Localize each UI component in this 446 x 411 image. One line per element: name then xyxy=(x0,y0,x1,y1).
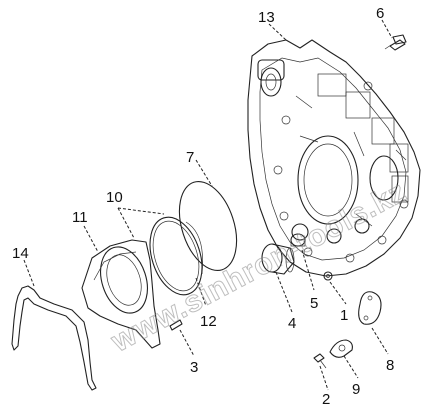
callout-14: 14 xyxy=(12,245,29,262)
bolt-part-6 xyxy=(384,34,407,51)
callout-12: 12 xyxy=(200,313,217,330)
screw-part-2 xyxy=(313,353,327,369)
callout-7: 7 xyxy=(186,149,194,166)
callout-labels: 13 6 7 10 11 14 12 3 4 5 1 8 9 2 xyxy=(12,5,394,408)
callout-13: 13 xyxy=(258,9,275,26)
callout-9: 9 xyxy=(352,381,360,398)
bracket-part-9 xyxy=(329,339,353,358)
flywheel-housing xyxy=(247,39,421,277)
callout-1: 1 xyxy=(340,307,348,324)
gasket-strip-part-14 xyxy=(11,285,97,391)
leader-lines xyxy=(23,19,393,391)
ring-part-12 xyxy=(185,221,203,275)
callout-5: 5 xyxy=(310,295,318,312)
plug-part-5 xyxy=(290,233,306,247)
gasket-part-10 xyxy=(149,216,203,296)
seal-carrier-plate xyxy=(81,239,161,349)
seal-part-11 xyxy=(100,246,148,314)
callout-2: 2 xyxy=(322,391,330,408)
o-ring-part-7 xyxy=(178,180,238,272)
plug-part-1 xyxy=(323,271,333,281)
callout-11: 11 xyxy=(72,209,88,226)
cover-plate-part-8 xyxy=(358,291,382,325)
pin-part-3 xyxy=(169,319,183,331)
callout-3: 3 xyxy=(190,359,198,376)
callout-8: 8 xyxy=(386,357,394,374)
cap-plug-part-4 xyxy=(261,243,295,275)
callout-4: 4 xyxy=(288,315,296,332)
callout-10: 10 xyxy=(106,189,123,206)
callout-6: 6 xyxy=(376,5,384,22)
